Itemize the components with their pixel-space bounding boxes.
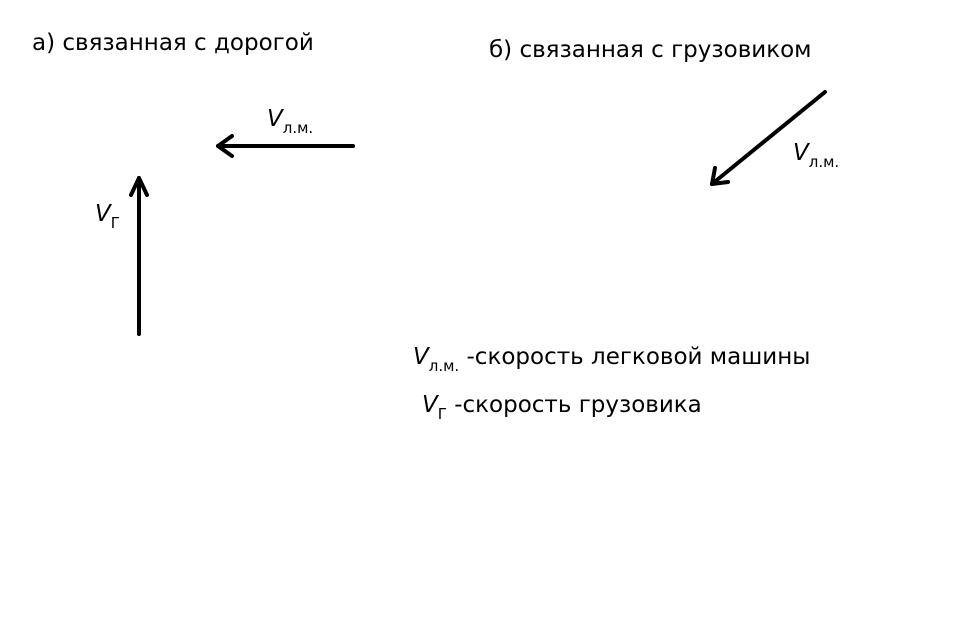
velocity-symbol: V <box>267 106 283 132</box>
car-velocity-arrow-truck-frame <box>710 90 827 186</box>
velocity-symbol: V <box>793 140 809 166</box>
legend-subscript: л.м. <box>428 357 460 375</box>
legend-text: -скорость легковой машины <box>459 344 811 370</box>
velocity-symbol: V <box>95 201 111 227</box>
legend-text: -скорость грузовика <box>446 392 702 418</box>
velocity-subscript: л.м. <box>808 153 840 171</box>
car-velocity-arrow-road-frame <box>216 134 355 158</box>
car-velocity-label-road-frame: Vл.м. <box>267 106 313 136</box>
velocity-subscript: Г <box>110 214 120 232</box>
truck-velocity-label: VГ <box>95 201 120 231</box>
road-frame-title: а) связанная с дорогой <box>32 30 314 56</box>
truck-velocity-arrow <box>129 176 149 336</box>
legend-symbol: V <box>422 392 438 418</box>
legend-item-car: Vл.м. -скорость легковой машины <box>413 344 811 374</box>
car-velocity-label-truck-frame: Vл.м. <box>793 140 839 170</box>
legend-subscript: Г <box>437 405 447 423</box>
legend-item-truck: VГ -скорость грузовика <box>422 392 702 422</box>
legend-symbol: V <box>413 344 429 370</box>
velocity-subscript: л.м. <box>282 119 314 137</box>
truck-frame-title: б) связанная с грузовиком <box>489 37 812 63</box>
